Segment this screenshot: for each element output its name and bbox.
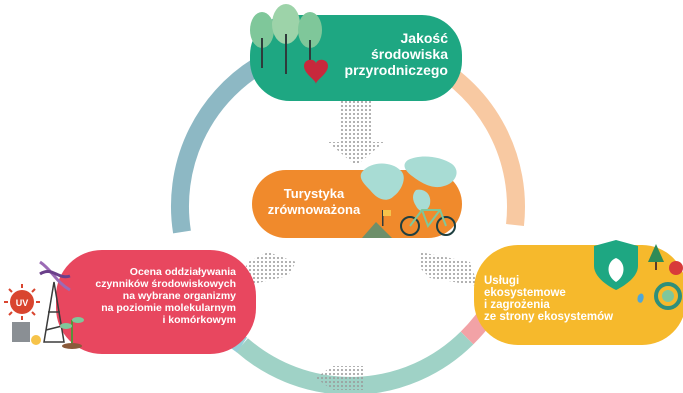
- node-center-line: Turystyka: [283, 186, 345, 201]
- node-right-line: i zagrożenia: [484, 299, 550, 311]
- node-right-line: Usługi: [484, 275, 520, 287]
- node-top-line: przyrodniczego: [344, 62, 448, 78]
- trees-heart-icon: [250, 4, 328, 84]
- connector-arrows: [236, 100, 478, 390]
- svg-text:UV: UV: [16, 298, 29, 308]
- uv-dna-tower-plant-icon: UV: [4, 260, 84, 349]
- node-right-line: ekosystemowe: [484, 287, 566, 299]
- node-top-line: środowiska: [370, 46, 448, 62]
- node-top-line: Jakość: [400, 30, 448, 46]
- arrow-center-to-right: [420, 252, 478, 286]
- node-center-line: zrównoważona: [267, 202, 361, 217]
- arrow-top-to-center: [328, 100, 384, 166]
- ring-arc-top-left: [171, 58, 263, 234]
- node-right-label: Usługi ekosystemowe i zagrożenia ze stro…: [484, 275, 634, 323]
- node-center-label: Turystyka zrównoważona: [262, 186, 366, 218]
- node-left-label: Ocena oddziaływania czynników środowisko…: [88, 266, 236, 326]
- node-center-pill: [252, 170, 462, 238]
- world-map-bicycle-icon: [360, 156, 457, 238]
- node-left-line: czynników środowiskowych: [95, 278, 236, 290]
- shield-leaf-ecosystem-icon: [594, 240, 683, 310]
- node-right-line: ze strony ekosystemów: [484, 311, 614, 323]
- node-left-line: na poziomie molekularnym: [101, 302, 236, 314]
- node-left-line: na wybrane organizmy: [122, 290, 236, 302]
- node-left-line: Ocena oddziaływania: [129, 266, 236, 278]
- node-left-pill: [56, 250, 256, 354]
- node-left-line: i komórkowym: [162, 314, 236, 326]
- node-top-label: Jakość środowiska przyrodniczego: [340, 30, 448, 78]
- arrow-bottom: [316, 366, 364, 390]
